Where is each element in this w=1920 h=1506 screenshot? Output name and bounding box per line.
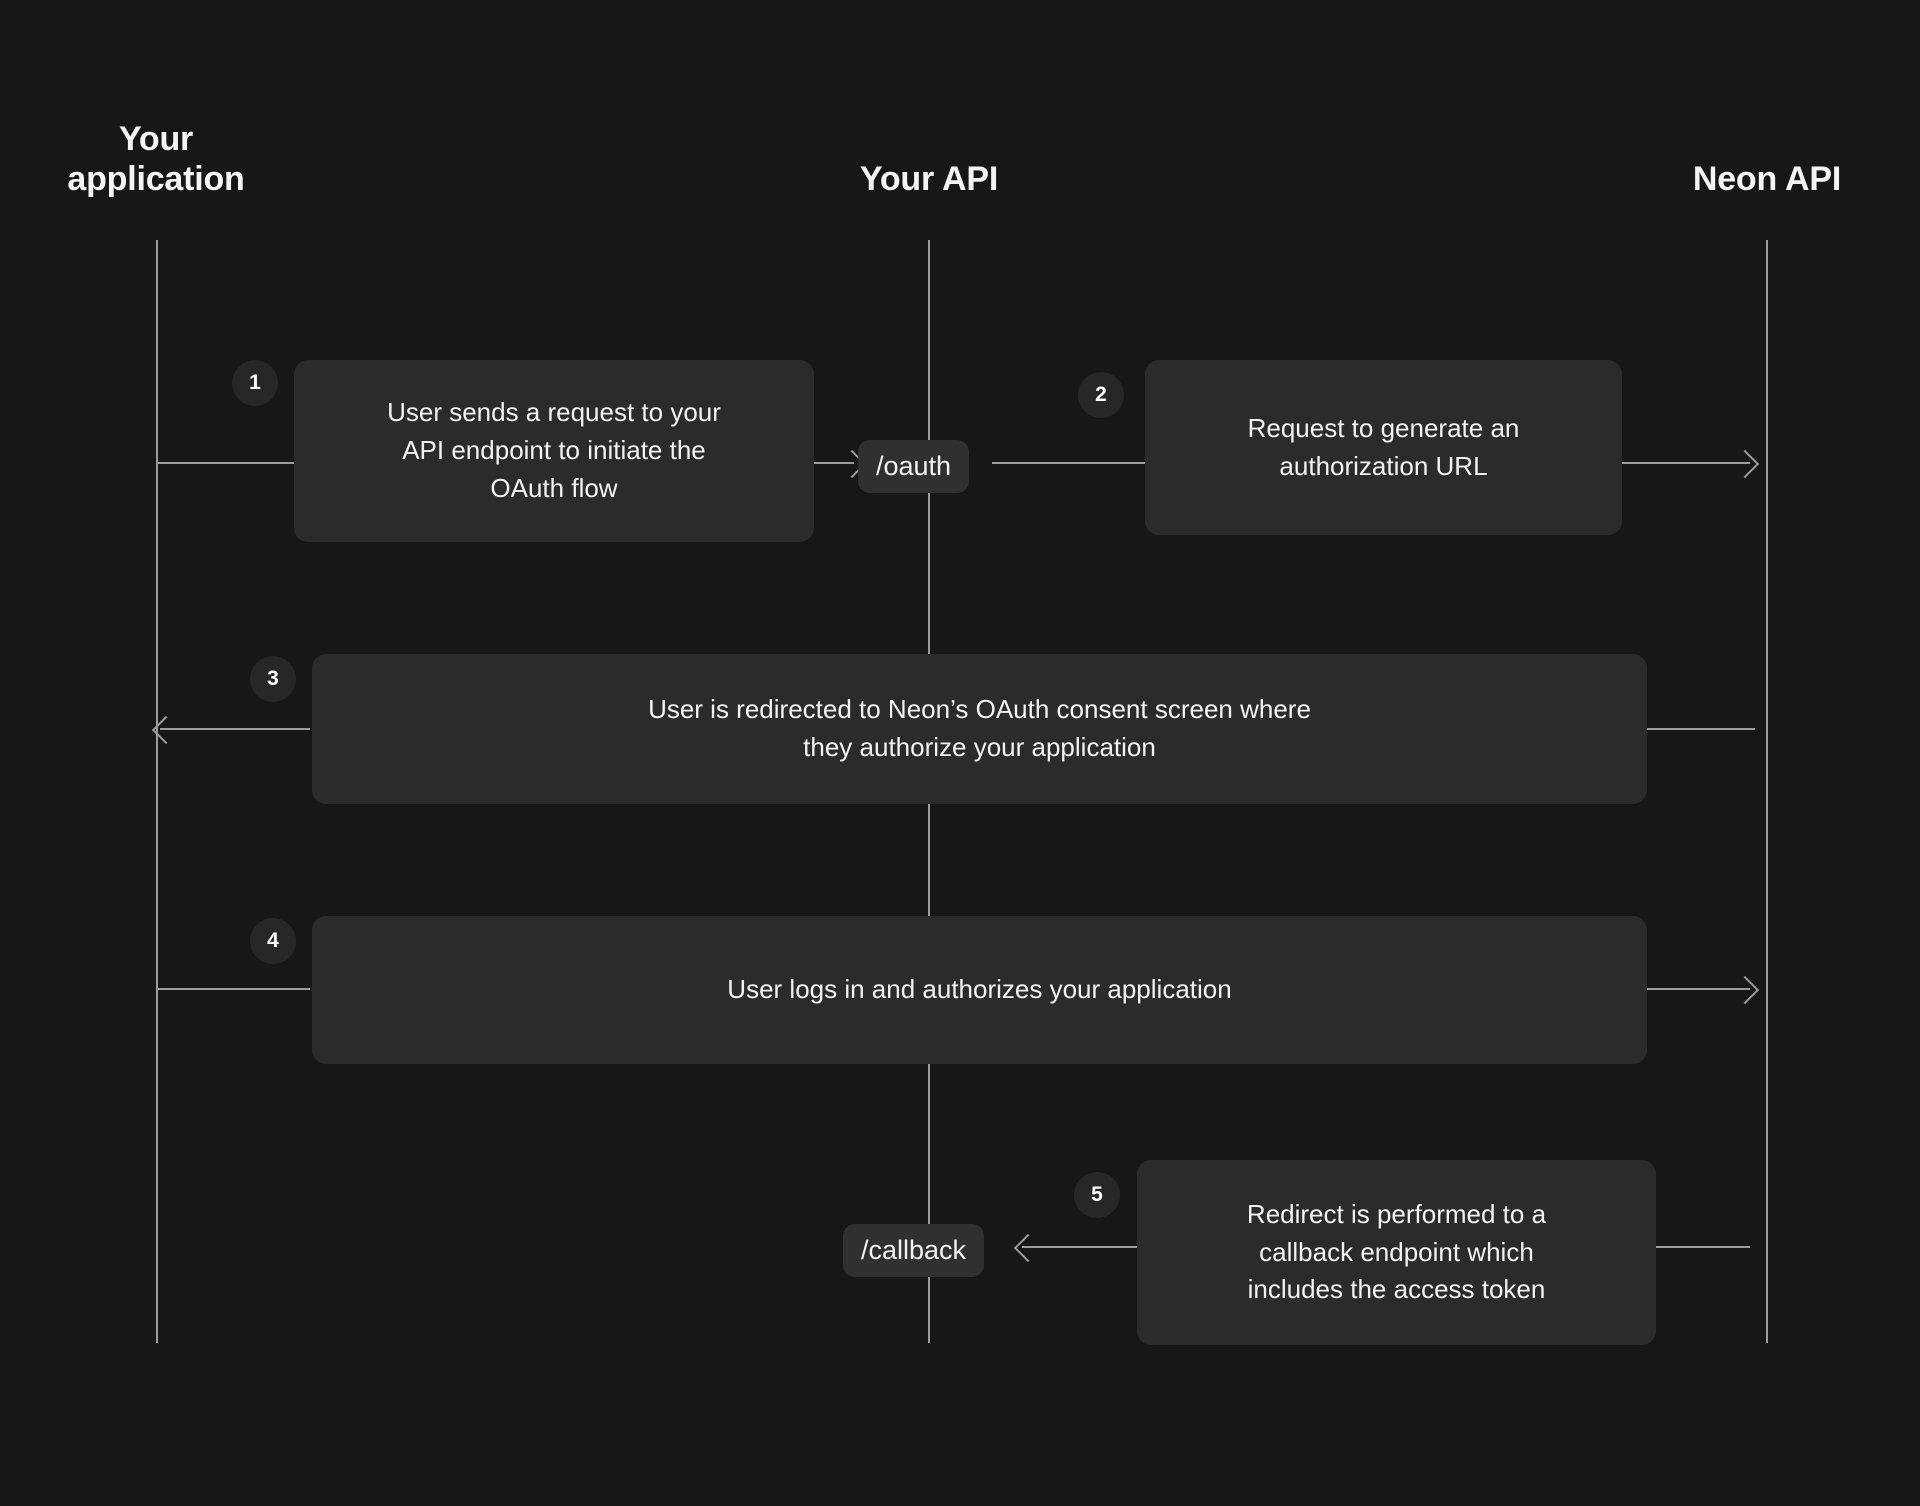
connector-step-2-in	[992, 462, 1145, 464]
step-message-3: User is redirected to Neon’s OAuth conse…	[312, 654, 1647, 804]
actor-label-your-api: Your API	[859, 160, 999, 198]
connector-step-5-out	[1022, 1246, 1137, 1248]
arrowhead-step-5	[1013, 1233, 1043, 1263]
connector-step-3-out	[160, 728, 310, 730]
step-badge-4: 4	[250, 918, 296, 964]
connector-step-2-out	[1622, 462, 1750, 464]
connector-step-5-in	[1656, 1246, 1750, 1248]
connector-step-3-in	[1645, 728, 1755, 730]
step-message-5: Redirect is performed to a callback endp…	[1137, 1160, 1656, 1345]
arrowhead-step-2	[1730, 449, 1760, 479]
actor-label-neon-api: Neon API	[1692, 160, 1842, 198]
step-message-4: User logs in and authorizes your applica…	[312, 916, 1647, 1064]
step-badge-3: 3	[250, 656, 296, 702]
step-badge-5: 5	[1074, 1172, 1120, 1218]
step-message-2: Request to generate an authorization URL	[1145, 360, 1622, 535]
connector-step-4-in	[157, 988, 310, 990]
step-badge-1: 1	[232, 360, 278, 406]
lifeline-your-application	[156, 240, 158, 1343]
endpoint-pill-callback[interactable]: /callback	[843, 1224, 985, 1277]
connector-step-1-out	[814, 462, 854, 464]
step-badge-2: 2	[1078, 372, 1124, 418]
endpoint-pill-oauth[interactable]: /oauth	[858, 440, 970, 493]
connector-step-4-out	[1645, 988, 1750, 990]
arrowhead-step-4	[1730, 975, 1760, 1005]
lifeline-neon-api	[1766, 240, 1768, 1343]
actor-label-your-application: Your application	[67, 120, 245, 198]
step-message-1: User sends a request to your API endpoin…	[294, 360, 814, 542]
connector-step-1-in	[157, 462, 297, 464]
